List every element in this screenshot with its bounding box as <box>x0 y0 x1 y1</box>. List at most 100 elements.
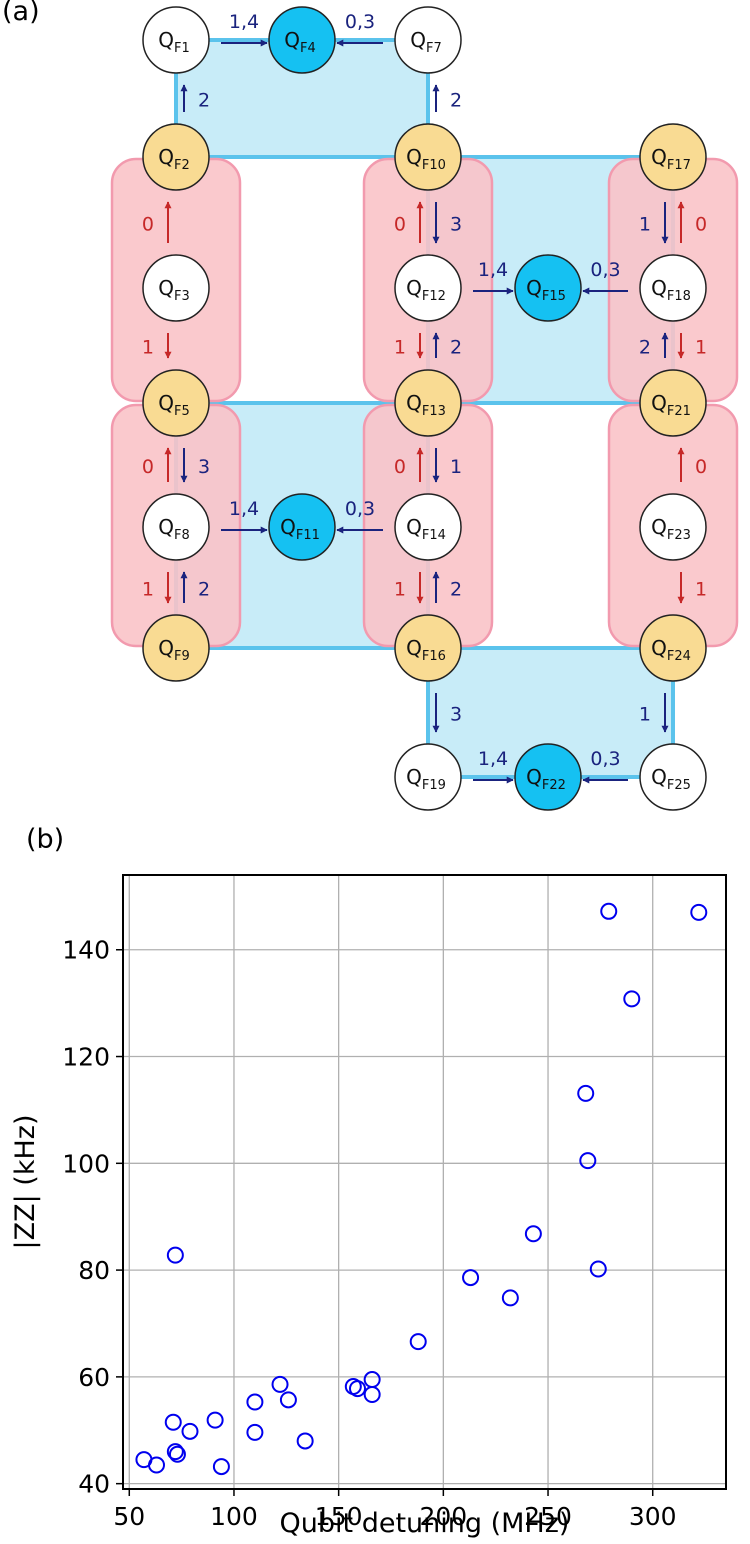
arrow-label-F1-F4: 1,4 <box>229 11 259 33</box>
svg-text:QF17: QF17 <box>651 145 691 173</box>
y-tick-label: 40 <box>78 1470 110 1499</box>
svg-text:QF14: QF14 <box>406 515 446 543</box>
svg-text:QF23: QF23 <box>651 515 691 543</box>
svg-text:QF21: QF21 <box>651 391 691 419</box>
arrow-label-F17-F18: 1 <box>639 214 651 236</box>
x-tick-label: 200 <box>419 1502 467 1531</box>
qubit-F11: QF11 <box>268 493 336 561</box>
svg-text:QF11: QF11 <box>280 515 320 543</box>
svg-text:QF25: QF25 <box>651 765 691 793</box>
data-point <box>206 1411 224 1429</box>
arrow-label-F18-F17: 0 <box>695 214 707 236</box>
svg-text:QF13: QF13 <box>406 391 446 419</box>
svg-text:QF24: QF24 <box>651 636 691 664</box>
qubit-F23: QF23 <box>639 493 707 561</box>
arrow-label-F19-F22: 1,4 <box>478 748 508 770</box>
arrow-label-F23-F21: 0 <box>695 456 707 478</box>
arrow-label-F3-F2: 0 <box>142 214 154 236</box>
x-tick-label: 300 <box>629 1502 677 1531</box>
arrow-label-F18-F21: 1 <box>695 337 707 359</box>
data-point <box>577 1084 595 1102</box>
data-point <box>212 1458 230 1476</box>
data-point <box>271 1375 289 1393</box>
qubit-F24: QF24 <box>639 614 707 682</box>
data-point <box>524 1225 542 1243</box>
data-point <box>690 903 708 921</box>
y-tick-label: 140 <box>62 936 110 965</box>
y-tick-label: 80 <box>78 1256 110 1285</box>
arrow-label-F10-F12: 3 <box>450 214 462 236</box>
data-point <box>462 1269 480 1287</box>
arrow-label-F8-F5: 0 <box>142 456 154 478</box>
x-tick-label: 250 <box>524 1502 572 1531</box>
svg-text:QF19: QF19 <box>406 765 446 793</box>
arrow-label-F14-F11: 0,3 <box>345 498 375 520</box>
arrow-label-F18-F15: 0,3 <box>590 259 620 281</box>
arrow-label-F8-F11: 1,4 <box>229 498 259 520</box>
arrow-label-F12-F13: 1 <box>394 337 406 359</box>
svg-text:QF9: QF9 <box>158 636 190 664</box>
svg-text:QF18: QF18 <box>651 276 691 304</box>
x-tick-label: 150 <box>315 1502 363 1531</box>
svg-text:QF16: QF16 <box>406 636 446 664</box>
arrow-label-F13-F14: 1 <box>450 456 462 478</box>
y-tick-label: 60 <box>78 1363 110 1392</box>
arrow-label-F8-F9: 1 <box>142 579 154 601</box>
svg-text:QF10: QF10 <box>406 145 446 173</box>
data-point <box>168 1445 186 1463</box>
y-tick-label: 100 <box>62 1149 110 1178</box>
qubit-F25: QF25 <box>639 743 707 811</box>
x-axis-label: Qubit detuning (MHz) <box>280 1508 570 1539</box>
arrow-label-F12-F15: 1,4 <box>478 259 508 281</box>
qubit-F10: QF10 <box>394 123 462 191</box>
qubit-F5: QF5 <box>142 369 210 437</box>
arrow-label-F5-F8: 3 <box>198 456 210 478</box>
data-point <box>166 1246 184 1264</box>
arrow-label-F16-F14: 2 <box>450 579 462 601</box>
svg-text:QF4: QF4 <box>284 28 316 56</box>
qubit-F21: QF21 <box>639 369 707 437</box>
data-point <box>623 990 641 1008</box>
data-point <box>589 1260 607 1278</box>
svg-text:QF15: QF15 <box>526 276 566 304</box>
qubit-F16: QF16 <box>394 614 462 682</box>
arrow-label-F3-F5: 1 <box>142 337 154 359</box>
svg-text:QF1: QF1 <box>158 28 190 56</box>
data-point <box>349 1380 366 1398</box>
qubit-F1: QF1 <box>142 6 210 74</box>
qubit-F18: QF18 <box>639 254 707 322</box>
arrow-label-F13-F12: 2 <box>450 337 462 359</box>
data-point <box>579 1152 597 1170</box>
arrow-label-F9-F8: 2 <box>198 579 210 601</box>
qubit-F15: QF15 <box>514 254 582 322</box>
svg-text:QF2: QF2 <box>158 145 190 173</box>
qubit-F14: QF14 <box>394 493 462 561</box>
data-point <box>363 1385 381 1403</box>
qubit-F4: QF4 <box>268 6 336 74</box>
arrow-label-F14-F13: 0 <box>394 456 406 478</box>
arrow-label-F21-F18: 2 <box>639 337 651 359</box>
svg-text:QF12: QF12 <box>406 276 446 304</box>
data-point <box>148 1456 165 1474</box>
panel-label-b: (b) <box>26 824 65 855</box>
y-tick-label: 120 <box>62 1043 110 1072</box>
qubit-F3: QF3 <box>142 254 210 322</box>
qubit-F8: QF8 <box>142 493 210 561</box>
data-point <box>246 1423 264 1441</box>
data-point <box>181 1422 199 1440</box>
qubit-F19: QF19 <box>394 743 462 811</box>
arrow-label-F12-F10: 0 <box>394 214 406 236</box>
svg-text:QF3: QF3 <box>158 276 190 304</box>
qubit-F13: QF13 <box>394 369 462 437</box>
qubit-F9: QF9 <box>142 614 210 682</box>
x-tick-label: 50 <box>113 1502 145 1531</box>
svg-text:QF8: QF8 <box>158 515 190 543</box>
arrow-label-F23-F24: 1 <box>695 579 707 601</box>
data-point <box>164 1413 182 1431</box>
svg-text:QF5: QF5 <box>158 391 190 419</box>
arrow-label-F16-F19: 3 <box>450 704 462 726</box>
qubit-F2: QF2 <box>142 123 210 191</box>
x-tick-label: 100 <box>210 1502 258 1531</box>
